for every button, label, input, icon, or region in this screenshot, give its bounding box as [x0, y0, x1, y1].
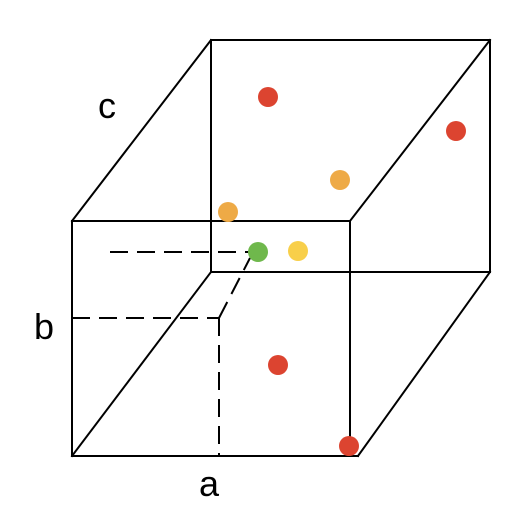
green-point	[248, 242, 268, 262]
cube-depth-edges	[70, 38, 492, 458]
label-a: a	[199, 463, 220, 504]
orange-point-1	[330, 170, 350, 190]
red-point-4	[339, 436, 359, 456]
points-group	[218, 87, 466, 456]
depth-top-right-edge	[348, 38, 492, 223]
depth-bottom-left-edge	[70, 270, 213, 458]
depth-top-left-edge	[70, 38, 213, 223]
red-point-1	[258, 87, 278, 107]
yellow-point	[288, 241, 308, 261]
red-point-2	[446, 121, 466, 141]
cube-front-face	[71, 220, 359, 457]
guide-diagonal	[218, 257, 251, 319]
label-b: b	[34, 306, 54, 347]
red-point-3	[268, 355, 288, 375]
depth-bottom-right-edge	[356, 270, 492, 458]
orange-point-2	[218, 202, 238, 222]
dashed-guides	[72, 251, 251, 456]
label-c: c	[98, 85, 116, 126]
